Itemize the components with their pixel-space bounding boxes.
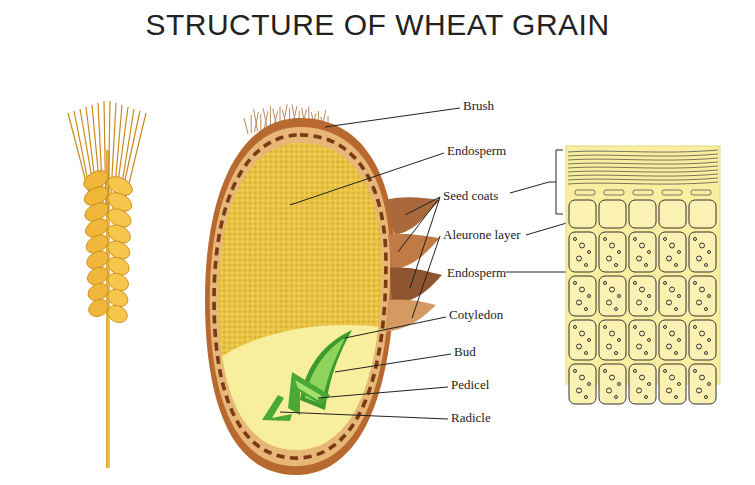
part-label: Brush	[463, 99, 494, 113]
part-label: Cotyledon	[449, 308, 503, 322]
part-label: Seed coats	[443, 189, 498, 203]
part-label: Bud	[454, 345, 476, 359]
part-label: Aleurone layer	[443, 228, 521, 242]
tissue-inset	[566, 146, 720, 404]
wheat-grain	[205, 104, 442, 480]
part-label: Endosperm	[447, 266, 506, 280]
part-label: Endosperm	[447, 144, 506, 158]
part-label: Pedicel	[451, 378, 489, 392]
title: STRUCTURE OF WHEAT GRAIN	[0, 8, 755, 42]
part-label: Radicle	[451, 411, 491, 425]
leader-lines	[280, 108, 570, 419]
wheat-ear	[68, 101, 146, 468]
